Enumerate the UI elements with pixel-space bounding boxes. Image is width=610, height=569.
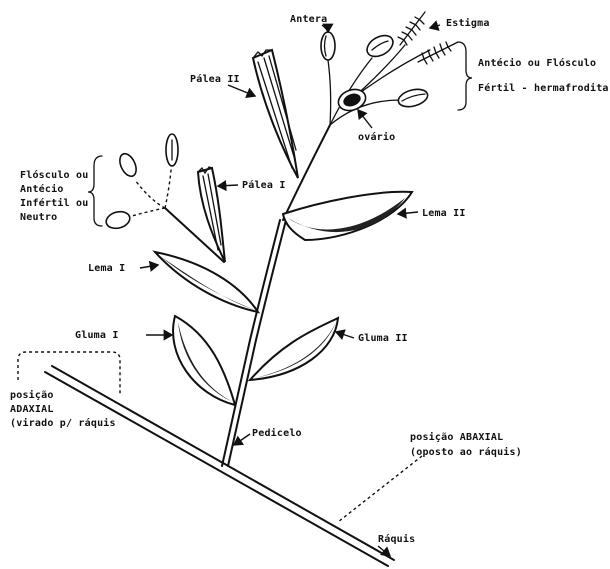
label-posicao-adaxial-3: (virado p/ ráquis	[10, 417, 116, 429]
label-gluma-i: Gluma I	[75, 330, 119, 341]
anther-1	[321, 32, 335, 60]
abaxial-leader	[338, 456, 422, 522]
label-flosculo-3: Infértil ou	[20, 197, 88, 209]
label-gluma-ii: Gluma II	[358, 333, 408, 344]
label-posicao-abaxial-1: posição ABAXIAL	[410, 431, 503, 443]
label-antera: Antera	[290, 14, 327, 25]
fertile-floret	[321, 12, 458, 125]
palea-ii-bract	[253, 50, 298, 178]
label-antecio-fertil-1: Antécio ou Flósculo	[478, 57, 596, 69]
sterile-anther-3	[104, 209, 131, 231]
label-antecio-fertil-2: Fértil - hermafrodita	[478, 82, 609, 94]
palea-ii-arrow	[228, 85, 255, 96]
antera-arrow	[322, 25, 328, 32]
sterile-anther-1	[117, 151, 140, 179]
lema-i-bract	[155, 252, 258, 312]
label-flosculo-2: Antécio	[20, 183, 64, 195]
label-raquis: Ráquis	[378, 533, 415, 545]
label-lema-ii: Lema II	[422, 208, 466, 219]
palea-i-bract	[198, 167, 225, 262]
label-pedicelo: Pedicelo	[252, 427, 302, 439]
gluma-ii-arrow	[336, 332, 354, 338]
anther-3	[396, 86, 429, 109]
stigma-feather-1	[398, 12, 425, 45]
label-flosculo-1: Flósculo ou	[20, 169, 88, 181]
lema-ii-arrow	[398, 212, 418, 214]
label-lema-i: Lema I	[88, 263, 125, 274]
label-posicao-adaxial-1: posição	[10, 389, 54, 401]
gluma-i-bract	[173, 316, 235, 405]
ovario-arrow	[358, 110, 372, 128]
estigma-arrow	[430, 25, 440, 28]
lema-ii-bract	[283, 192, 412, 240]
label-palea-ii: Pálea II	[190, 73, 240, 85]
label-posicao-abaxial-2: (oposto ao ráquis)	[410, 446, 522, 458]
label-ovario: ovário	[358, 131, 395, 143]
label-posicao-adaxial-2: ADAXIAL	[10, 404, 54, 415]
label-palea-i: Pálea I	[242, 179, 286, 191]
sterile-floret-brace	[88, 156, 102, 226]
label-flosculo-4: Neutro	[20, 212, 57, 223]
palea-i-arrow	[218, 185, 238, 186]
gluma-ii-bract	[250, 318, 338, 380]
fertile-floret-brace	[458, 42, 472, 110]
lema-i-arrow	[140, 265, 158, 268]
label-estigma: Estigma	[446, 17, 490, 29]
pedicelo-arrow	[234, 434, 250, 445]
anther-2	[363, 31, 396, 61]
adaxial-bracket	[18, 352, 120, 395]
